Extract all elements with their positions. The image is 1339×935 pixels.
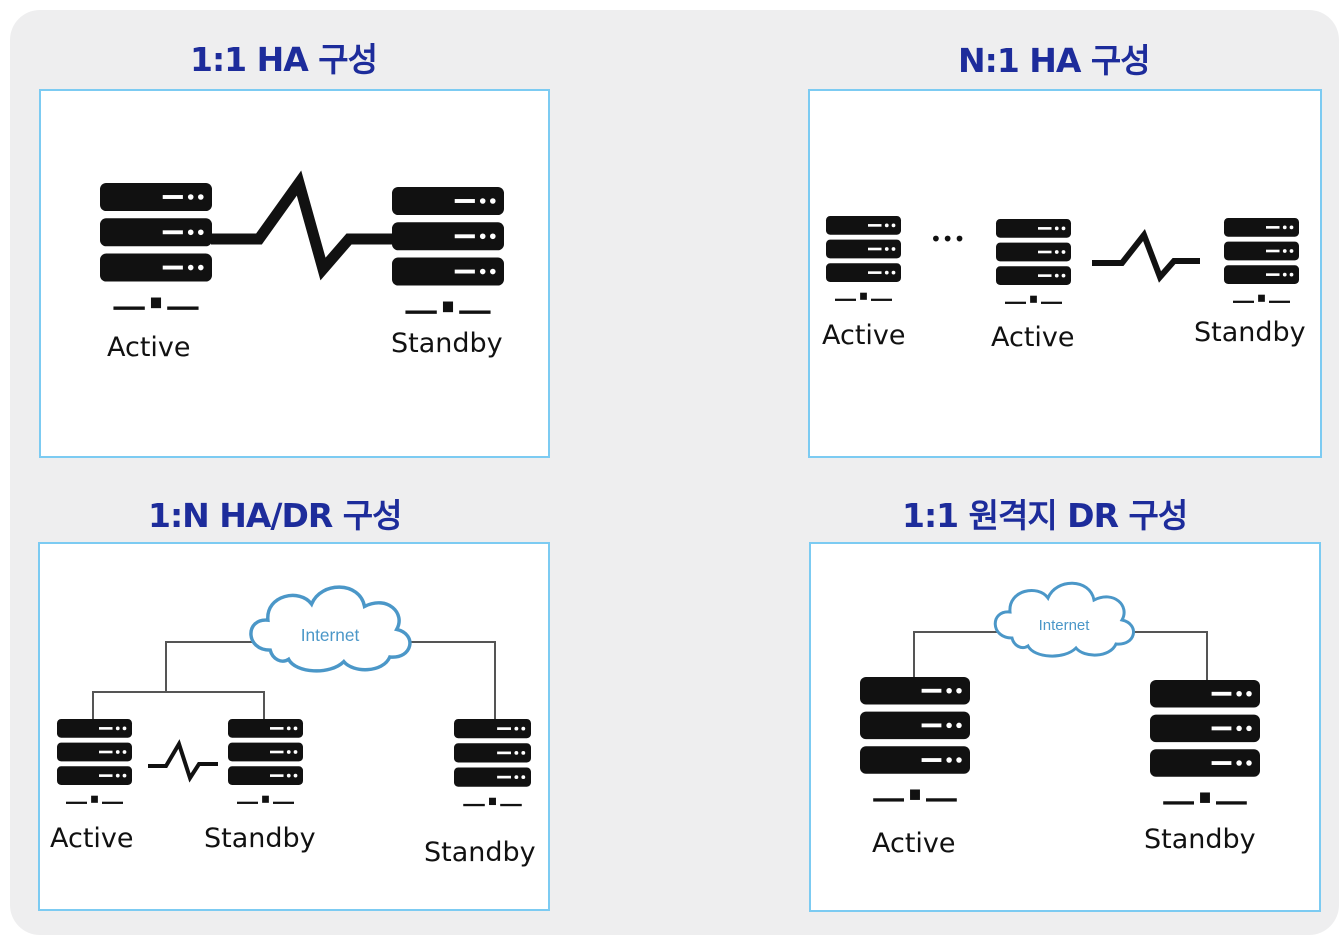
panel-3-label-standby-2: Standby bbox=[424, 837, 536, 868]
panel-1-label-active: Active bbox=[107, 332, 191, 363]
server-rack-icon bbox=[1150, 680, 1260, 805]
internet-cloud-icon: Internet bbox=[993, 581, 1135, 658]
panel-1-box: Active Standby bbox=[39, 89, 550, 458]
panel-1-label-standby: Standby bbox=[391, 328, 503, 359]
panel-4-graphic: Internet bbox=[860, 581, 1260, 805]
server-rack-icon bbox=[860, 677, 970, 802]
server-rack-icon bbox=[996, 219, 1071, 304]
panel-1-title: 1:1 HA 구성 bbox=[190, 40, 378, 79]
panel-4-title: 1:1 원격지 DR 구성 bbox=[902, 496, 1188, 535]
panel-3-title: 1:N HA/DR 구성 bbox=[148, 496, 402, 535]
heartbeat-link-icon bbox=[148, 739, 218, 783]
panel-2-label-active-1: Active bbox=[822, 320, 906, 351]
panel-2-title: N:1 HA 구성 bbox=[958, 41, 1151, 80]
panel-2-graphic: ••• bbox=[826, 216, 1299, 304]
heartbeat-link-icon bbox=[211, 170, 394, 281]
panel-4-box: Internet Active Standby bbox=[809, 542, 1321, 912]
panel-3-graphic: Internet bbox=[57, 585, 531, 807]
connector-lines bbox=[92, 641, 496, 719]
panel-3-label-active: Active bbox=[50, 823, 134, 854]
panel-2-label-standby: Standby bbox=[1194, 317, 1306, 348]
connector-lines bbox=[913, 631, 1208, 682]
panel-3-box: Internet Active Standby Standby bbox=[38, 542, 550, 911]
panel-3-label-standby-1: Standby bbox=[204, 823, 316, 854]
server-rack-icon bbox=[454, 719, 531, 807]
panel-2-box: ••• Active Active Standby bbox=[808, 89, 1322, 458]
ellipsis-dots: ••• bbox=[930, 227, 965, 251]
server-rack-icon bbox=[1224, 218, 1299, 303]
panel-2-label-active-2: Active bbox=[991, 322, 1075, 353]
server-rack-icon bbox=[100, 183, 212, 310]
server-rack-icon bbox=[228, 719, 303, 804]
server-rack-icon bbox=[57, 719, 132, 804]
heartbeat-link-icon bbox=[1092, 228, 1200, 283]
panel-1-graphic bbox=[100, 170, 504, 314]
internet-label: Internet bbox=[1039, 617, 1091, 634]
server-rack-icon bbox=[826, 216, 901, 301]
internet-label: Internet bbox=[301, 625, 360, 645]
panel-4-label-standby: Standby bbox=[1144, 824, 1256, 855]
panel-4-label-active: Active bbox=[872, 828, 956, 859]
server-rack-icon bbox=[392, 187, 504, 314]
internet-cloud-icon: Internet bbox=[249, 585, 412, 673]
